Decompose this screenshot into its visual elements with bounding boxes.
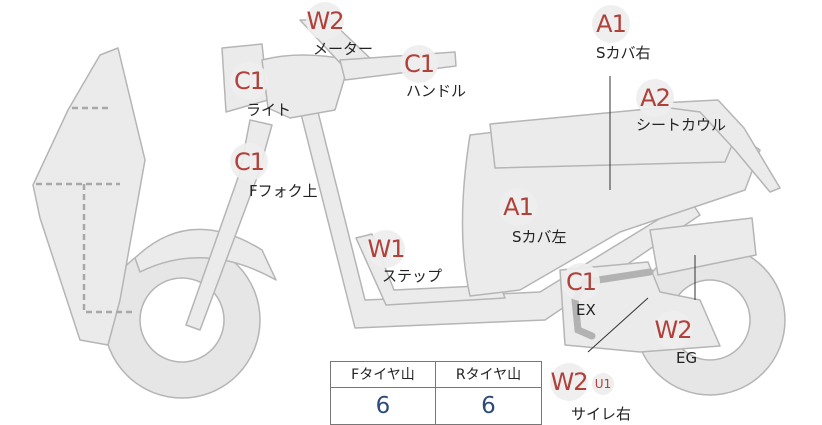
part-badge-meter[interactable]: W2 xyxy=(306,2,345,40)
part-badge-side-cover-left[interactable]: A1 xyxy=(499,188,537,226)
part-label-front-fork-upper[interactable]: Fフォク上 xyxy=(249,182,318,200)
part-badge-silencer-right[interactable]: W2 xyxy=(550,363,589,401)
part-badge-seat-cowl[interactable]: A2 xyxy=(636,79,674,117)
front-tire-tread-header: Fタイヤ山 xyxy=(331,362,436,388)
part-label-light[interactable]: ライト xyxy=(246,101,292,119)
front-tire-tread-value: 6 xyxy=(331,388,436,424)
part-sub-badge-silencer-right: U1 xyxy=(592,373,614,395)
part-badge-exhaust[interactable]: C1 xyxy=(562,263,600,301)
part-badge-light[interactable]: C1 xyxy=(230,62,268,100)
part-label-side-cover-left[interactable]: Sカバ左 xyxy=(512,228,567,246)
part-label-silencer-right[interactable]: サイレ右 xyxy=(571,405,632,423)
rear-tire-tread-value: 6 xyxy=(481,393,496,419)
part-label-meter[interactable]: メーター xyxy=(313,40,374,58)
part-label-engine[interactable]: EG xyxy=(676,349,698,367)
part-badge-front-fork-upper[interactable]: C1 xyxy=(230,143,268,181)
rear-tire-tread-header: Rタイヤ山 xyxy=(436,362,541,388)
part-label-handle[interactable]: ハンドル xyxy=(406,82,467,100)
part-label-seat-cowl[interactable]: シートカウル xyxy=(636,116,727,134)
tire-tread-table: Fタイヤ山 Rタイヤ山 6 6 xyxy=(330,361,542,425)
part-label-exhaust[interactable]: EX xyxy=(576,301,596,319)
part-label-step[interactable]: ステップ xyxy=(382,267,443,285)
part-badge-side-cover-right[interactable]: A1 xyxy=(592,5,630,43)
part-badge-handle[interactable]: C1 xyxy=(400,45,438,83)
part-badge-step[interactable]: W1 xyxy=(367,230,406,268)
part-badge-engine[interactable]: W2 xyxy=(654,311,693,349)
part-label-side-cover-right[interactable]: Sカバ右 xyxy=(596,44,651,62)
